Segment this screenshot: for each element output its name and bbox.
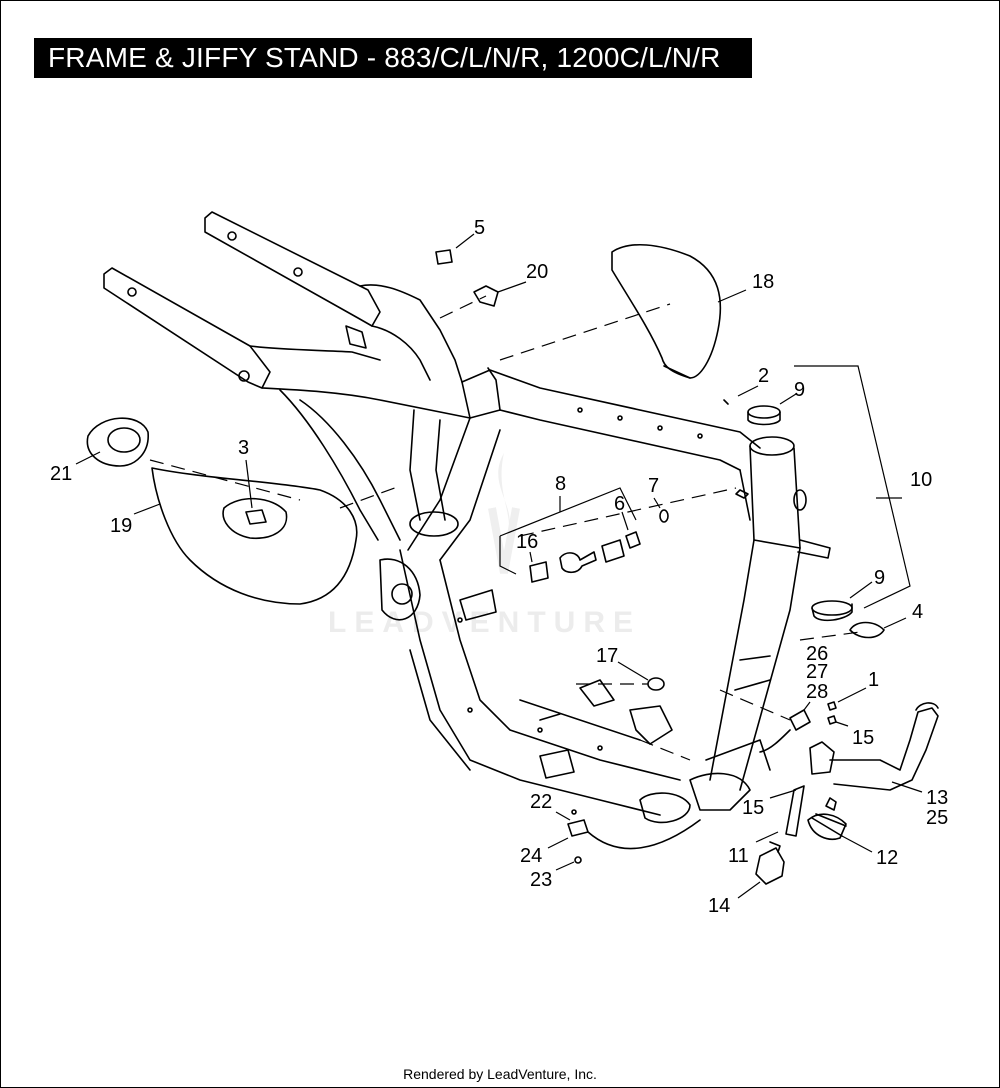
dashed-guide-lines <box>149 295 861 761</box>
callout-14: 14 <box>708 895 731 917</box>
callout-26: 26 <box>806 643 829 665</box>
callout-12: 12 <box>876 847 899 869</box>
ignition-switch-parts <box>529 509 669 583</box>
callout-11: 11 <box>728 845 749 867</box>
front-downtube <box>709 539 801 791</box>
part-21-cap <box>86 417 149 467</box>
callout-21: 21 <box>50 463 73 485</box>
page-title: FRAME & JIFFY STAND - 883/C/L/N/R, 1200C… <box>34 38 752 78</box>
callout-27: 27 <box>806 661 829 683</box>
part-5-pad <box>435 249 453 265</box>
part-17-grommet <box>647 677 665 691</box>
callout-19: 19 <box>110 515 133 537</box>
leader-lines <box>75 233 923 899</box>
harness-clip <box>567 809 701 864</box>
callout-15-lower: 15 <box>742 797 765 819</box>
callout-18: 18 <box>752 271 775 293</box>
part-20-clip <box>473 285 499 307</box>
lower-frame-rails <box>399 549 771 824</box>
callout-20: 20 <box>526 261 549 283</box>
frame-backbone <box>461 367 761 471</box>
callout-23: 23 <box>530 869 553 891</box>
callout-13: 13 <box>926 787 949 809</box>
jiffy-stand-assembly <box>755 702 939 885</box>
callout-1: 1 <box>868 669 880 691</box>
engine-mount <box>379 558 673 745</box>
callout-15-upper: 15 <box>852 727 875 749</box>
footer-credit: Rendered by LeadVenture, Inc. <box>403 1066 597 1082</box>
leadventure-logo-watermark <box>488 453 520 574</box>
callout-4: 4 <box>912 601 924 623</box>
callout-6: 6 <box>614 493 626 515</box>
callout-17: 17 <box>596 645 619 667</box>
callout-28: 28 <box>806 681 829 703</box>
bracket-lines <box>499 365 911 609</box>
part-4-clamp <box>849 621 885 639</box>
callout-8: 8 <box>555 473 567 495</box>
callout-5: 5 <box>474 217 486 239</box>
callout-3: 3 <box>238 437 250 459</box>
seat-post-tubes <box>279 389 501 561</box>
part-9-bearing-lower <box>811 600 853 616</box>
callout-24: 24 <box>520 845 543 867</box>
callout-25: 25 <box>926 807 949 829</box>
part-18-cover <box>611 243 722 379</box>
part-19-side-cover <box>151 467 358 605</box>
callout-10: 10 <box>910 469 933 491</box>
rear-frame-rails <box>103 211 471 419</box>
steering-head <box>735 436 831 559</box>
callout-7: 7 <box>648 475 660 497</box>
callout-2: 2 <box>758 365 770 387</box>
callout-9-lower: 9 <box>874 567 886 589</box>
part-9-bearing-upper <box>747 405 781 419</box>
callout-22: 22 <box>530 791 553 813</box>
watermark-text: LEADVENTURE <box>328 606 642 639</box>
callout-16: 16 <box>516 531 539 553</box>
callout-9-upper: 9 <box>794 379 806 401</box>
